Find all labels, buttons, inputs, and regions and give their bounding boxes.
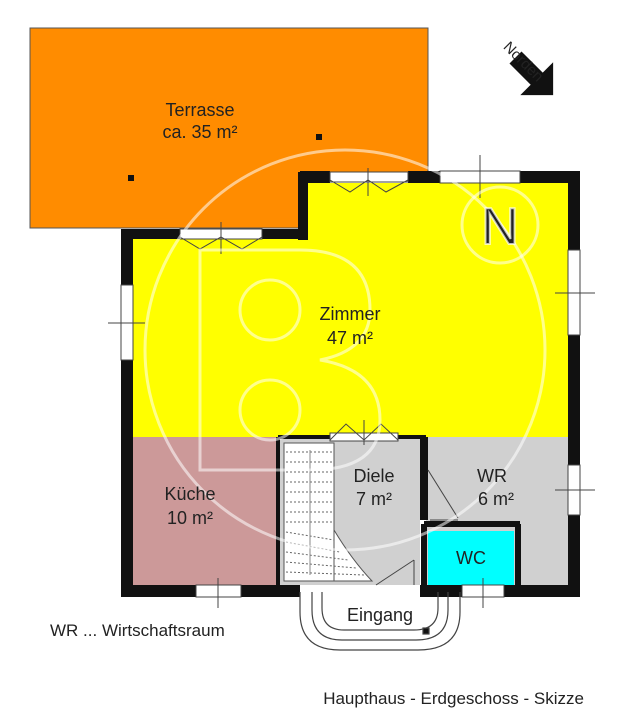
diele-area-label: 7 m² [356, 489, 392, 509]
compass-label: Norden [500, 38, 547, 85]
watermark-letter: N [481, 198, 519, 256]
entrance-step [299, 592, 461, 651]
zimmer-area-label: 47 m² [327, 328, 373, 348]
terrasse-label: Terrasse [165, 100, 234, 120]
kueche-area-label: 10 m² [167, 508, 213, 528]
watermark [143, 148, 547, 552]
terrasse-area-label: ca. 35 m² [162, 122, 237, 142]
diele-label: Diele [353, 466, 394, 486]
compass-arrow-icon [509, 51, 554, 96]
wr-label: WR [477, 466, 507, 486]
wr-area-label: 6 m² [478, 489, 514, 509]
openings [108, 155, 595, 608]
zimmer-label: Zimmer [320, 304, 381, 324]
zimmer-area [133, 183, 568, 437]
eingang-label: Eingang [347, 605, 413, 625]
terrasse-post [128, 175, 134, 181]
legend-text: WR ... Wirtschaftsraum [50, 621, 225, 640]
wc-label: WC [456, 548, 486, 568]
terrasse-post [316, 134, 322, 140]
wc-area [428, 531, 514, 585]
kueche-area [133, 437, 278, 585]
kueche-label: Küche [164, 484, 215, 504]
plan-title: Haupthaus - Erdgeschoss - Skizze [323, 689, 584, 708]
